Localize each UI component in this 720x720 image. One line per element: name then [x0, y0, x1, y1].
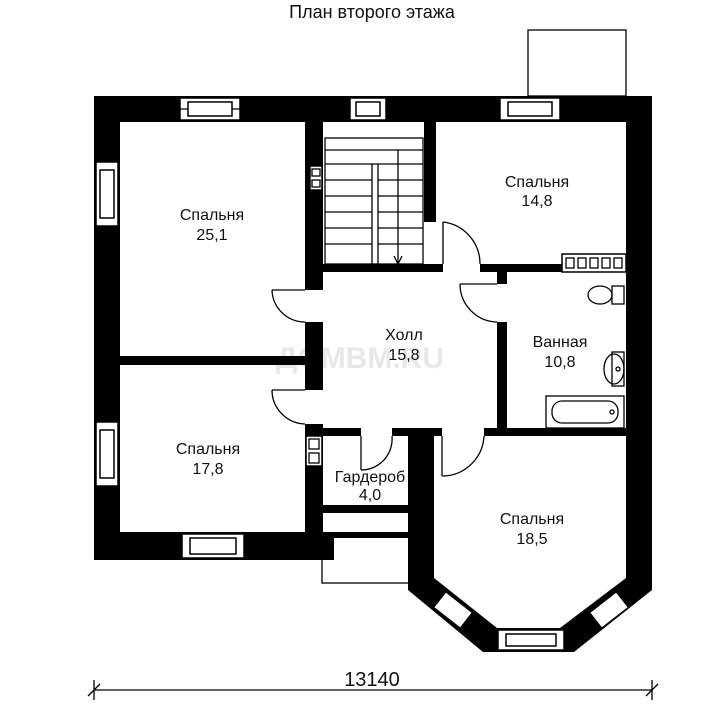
room-bedroom-sw-area: 17,8 — [192, 461, 223, 478]
plan-title: План второго этажа — [289, 2, 456, 22]
room-bedroom-se-name: Спальня — [500, 511, 564, 528]
room-hall-area: 15,8 — [388, 347, 419, 364]
room-wardrobe-name: Гардероб — [335, 469, 405, 486]
room-bathroom-area: 10,8 — [544, 354, 575, 371]
room-bedroom-nw-area: 25,1 — [196, 227, 227, 244]
dimension-label: 13140 — [344, 669, 400, 691]
doors — [271, 221, 498, 477]
room-labels: Спальня 25,1 Спальня 14,8 Холл 15,8 Ванн… — [176, 174, 588, 548]
vent-shafts — [305, 165, 627, 467]
canopy-bottom — [321, 534, 411, 584]
balcony-top — [527, 29, 627, 97]
room-bedroom-sw-name: Спальня — [176, 441, 240, 458]
room-bathroom-name: Ванная — [533, 334, 588, 351]
room-bedroom-ne-name: Спальня — [505, 174, 569, 191]
staircase — [324, 137, 424, 266]
room-wardrobe-area: 4,0 — [359, 487, 381, 504]
room-bedroom-se-area: 18,5 — [516, 531, 547, 548]
bathroom-fixtures — [545, 285, 625, 429]
room-hall-name: Холл — [385, 327, 423, 344]
dimension-line: 13140 — [87, 669, 659, 700]
room-bedroom-ne-area: 14,8 — [521, 193, 552, 210]
windows — [95, 97, 630, 651]
room-bedroom-nw-name: Спальня — [180, 207, 244, 224]
